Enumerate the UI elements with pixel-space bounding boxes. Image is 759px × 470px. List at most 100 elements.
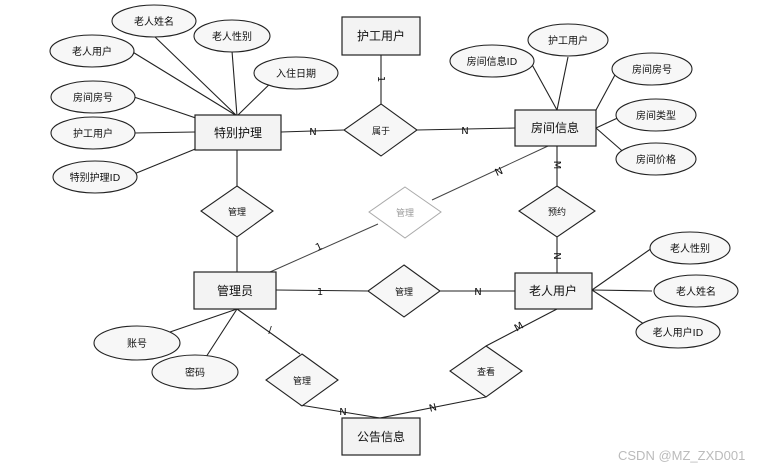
attr-sc-caregiver-shape xyxy=(50,116,136,150)
attr-room-no[interactable]: 房间房号 xyxy=(611,52,693,86)
card-admin-manage-notice: / xyxy=(268,325,272,336)
attr-elder-name-label: 老人姓名 xyxy=(676,285,716,298)
attr-room-price-shape xyxy=(615,142,697,176)
line-room-no xyxy=(595,72,617,111)
rel-manage-elder-shape xyxy=(367,264,441,318)
attr-elder-user-id[interactable]: 老人用户ID xyxy=(635,315,721,349)
attr-admin-password-label: 密码 xyxy=(185,366,205,379)
attr-elder-gender[interactable]: 老人性别 xyxy=(649,231,731,265)
line-sc-elder-gender xyxy=(231,50,238,117)
attr-sc-elder-name-label: 老人姓名 xyxy=(134,15,174,28)
card-elder-view: M xyxy=(513,321,526,335)
rel-view-notice[interactable]: 查看 xyxy=(449,345,523,398)
attr-sc-elder-user-shape xyxy=(49,34,135,68)
attr-room-info-id[interactable]: 房间信息ID xyxy=(449,44,535,78)
rel-belongs-to[interactable]: 属于 xyxy=(343,103,418,157)
attr-room-caregiver-shape xyxy=(527,23,609,57)
card-admin-manage-room: 1 xyxy=(314,241,324,254)
line-room-id xyxy=(529,60,558,111)
card-sc-belongs: N xyxy=(309,127,316,138)
rel-manage-room-shape xyxy=(368,186,442,239)
cardinality-labels: 1 N N N 1 M N 1 N / N M N xyxy=(268,76,562,418)
attr-room-caregiver[interactable]: 护工用户 xyxy=(527,23,609,57)
entity-elderly-user[interactable]: 老人用户 xyxy=(514,272,593,310)
rel-manage-room[interactable]: 管理 xyxy=(368,186,442,239)
line-sc-caregiver xyxy=(133,131,196,134)
attr-room-caregiver-label: 护工用户 xyxy=(548,34,588,47)
entity-admin-box xyxy=(193,271,277,310)
rel-manage-elder[interactable]: 管理 xyxy=(367,264,441,318)
line-sc-belongs xyxy=(280,129,345,133)
line-manage-notice xyxy=(299,404,381,419)
attr-sc-id-label: 特别护理ID xyxy=(70,171,121,184)
attr-room-price[interactable]: 房间价格 xyxy=(615,142,697,176)
attr-sc-elder-gender[interactable]: 老人性别 xyxy=(193,19,271,53)
attr-room-type[interactable]: 房间类型 xyxy=(615,98,697,132)
attr-admin-account[interactable]: 账号 xyxy=(93,325,181,361)
card-notice-view: N xyxy=(428,402,438,415)
line-room-caregiver xyxy=(556,56,569,111)
line-belongs-room xyxy=(416,127,516,131)
attr-sc-caregiver-label: 护工用户 xyxy=(73,127,113,140)
entity-room-info-box xyxy=(514,109,597,147)
attr-sc-checkin-date[interactable]: 入住日期 xyxy=(253,56,339,90)
attr-room-info-id-shape xyxy=(449,44,535,78)
rel-reserve[interactable]: 预约 xyxy=(518,185,596,238)
line-sc-elder-user xyxy=(130,50,238,117)
entity-room-info-label: 房间信息 xyxy=(531,120,579,135)
line-view-notice xyxy=(379,396,487,419)
attr-elder-user-id-shape xyxy=(635,315,721,349)
line-elder-name xyxy=(591,289,653,292)
rel-view-notice-shape xyxy=(449,345,523,398)
rel-reserve-shape xyxy=(518,185,596,238)
entity-special-care-box xyxy=(194,114,282,151)
card-elder-manage: N xyxy=(474,287,481,298)
entity-caregiver-box xyxy=(341,16,421,56)
attr-admin-account-shape xyxy=(93,325,181,361)
rel-manage-special-care[interactable]: 管理 xyxy=(200,185,274,238)
attr-sc-room-no-label: 房间房号 xyxy=(73,91,113,104)
rel-manage-room-label: 管理 xyxy=(396,207,414,219)
card-room-belongs: N xyxy=(461,126,468,137)
attr-admin-password[interactable]: 密码 xyxy=(151,354,239,390)
line-elder-gender xyxy=(591,247,653,291)
attr-sc-elder-user[interactable]: 老人用户 xyxy=(49,34,135,68)
line-sc-elder-name xyxy=(153,35,238,117)
line-admin-password xyxy=(205,308,238,358)
rel-view-notice-label: 查看 xyxy=(477,366,495,378)
attr-sc-caregiver[interactable]: 护工用户 xyxy=(50,116,136,150)
attr-admin-password-shape xyxy=(151,354,239,390)
entity-room-info[interactable]: 房间信息 xyxy=(514,109,597,147)
entity-notice-box xyxy=(341,417,421,456)
attr-sc-elder-name[interactable]: 老人姓名 xyxy=(111,4,197,38)
attr-elder-name-shape xyxy=(653,274,739,308)
line-admin-manage-notice xyxy=(236,308,301,355)
attr-room-type-label: 房间类型 xyxy=(636,109,676,122)
attr-elder-user-id-label: 老人用户ID xyxy=(653,326,704,339)
entity-special-care[interactable]: 特别护理 xyxy=(194,114,282,151)
card-room-reserve: M xyxy=(551,161,562,170)
entity-special-care-label: 特别护理 xyxy=(214,125,262,140)
entity-caregiver[interactable]: 护工用户 xyxy=(341,16,421,56)
rel-manage-notice-shape xyxy=(265,353,339,407)
rel-manage-notice[interactable]: 管理 xyxy=(265,353,339,407)
line-admin-account xyxy=(169,308,238,333)
entity-admin[interactable]: 管理员 xyxy=(193,271,277,310)
line-elder-view xyxy=(485,308,558,347)
attr-sc-elder-gender-shape xyxy=(193,19,271,53)
entity-caregiver-label: 护工用户 xyxy=(357,28,405,43)
entity-notice[interactable]: 公告信息 xyxy=(341,417,421,456)
entity-elderly-user-label: 老人用户 xyxy=(529,283,577,298)
rel-manage-special-care-shape xyxy=(200,185,274,238)
attr-sc-id[interactable]: 特别护理ID xyxy=(52,160,138,194)
attr-elder-name[interactable]: 老人姓名 xyxy=(653,274,739,308)
line-admin-manage-faded xyxy=(269,223,379,273)
attr-room-info-id-label: 房间信息ID xyxy=(467,55,518,68)
attr-admin-account-label: 账号 xyxy=(127,338,147,350)
rel-belongs-to-label: 属于 xyxy=(372,126,390,137)
card-admin-manage-elder: 1 xyxy=(317,287,323,298)
attr-sc-room-no[interactable]: 房间房号 xyxy=(50,80,136,114)
attr-sc-room-no-shape xyxy=(50,80,136,114)
attr-room-no-label: 房间房号 xyxy=(632,63,672,76)
attr-sc-elder-gender-label: 老人性别 xyxy=(212,30,252,43)
